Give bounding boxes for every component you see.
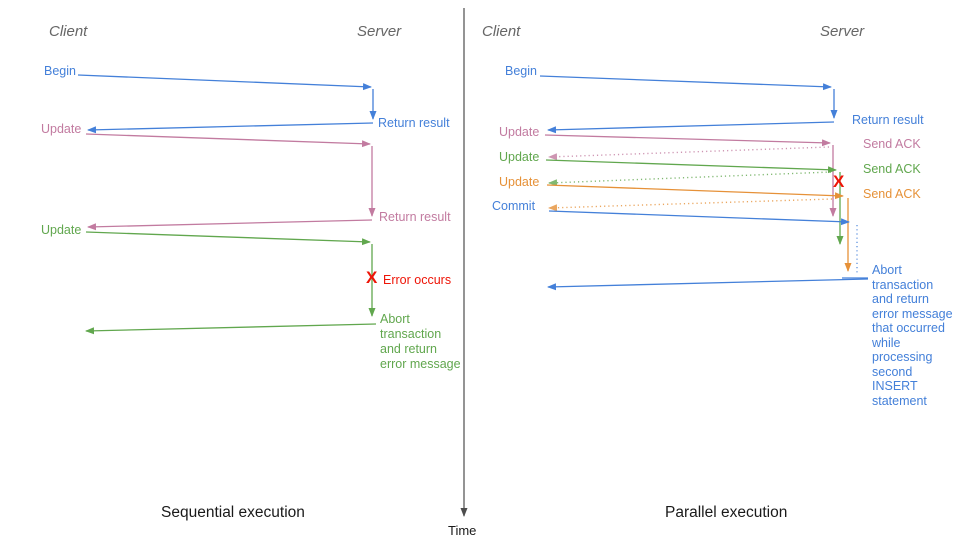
left-abort-return-arrow bbox=[85, 323, 377, 335]
right-abort-message-label: Abort transaction and return error messa… bbox=[872, 263, 953, 408]
left-error-occurs-label: Error occurs bbox=[383, 273, 452, 287]
right-begin-arrow bbox=[539, 75, 832, 91]
left-client-header: Client bbox=[49, 23, 88, 40]
right-update-2-arrow bbox=[545, 159, 837, 174]
right-abort-return-arrow bbox=[547, 278, 869, 291]
left-error-x-icon: X bbox=[366, 268, 378, 287]
right-panel-title: Parallel execution bbox=[665, 504, 788, 521]
left-return-result-1-arrow bbox=[87, 122, 374, 134]
right-commit-label: Commit bbox=[492, 199, 536, 213]
right-return-result-arrow bbox=[547, 121, 835, 134]
left-begin-label: Begin bbox=[44, 64, 76, 78]
right-send-ack-1-label: Send ACK bbox=[863, 137, 921, 151]
right-error-x-icon: X bbox=[833, 172, 845, 191]
left-update-1-label: Update bbox=[41, 122, 82, 136]
left-begin-arrow bbox=[77, 74, 372, 91]
time-axis-label: Time bbox=[448, 523, 477, 538]
right-send-ack-3-arrow bbox=[548, 198, 833, 212]
right-update-1-label: Update bbox=[499, 125, 540, 139]
right-update-1-arrow bbox=[544, 134, 831, 147]
left-return-result-2-label: Return result bbox=[379, 210, 451, 224]
left-return-result-2-arrow bbox=[87, 219, 373, 231]
right-server-header: Server bbox=[820, 23, 865, 40]
right-commit-arrow bbox=[548, 210, 850, 226]
right-begin-label: Begin bbox=[505, 64, 537, 78]
right-update-2-label: Update bbox=[499, 150, 540, 164]
left-update-2-arrow bbox=[85, 231, 371, 246]
right-update-3-arrow bbox=[546, 184, 844, 200]
right-client-header: Client bbox=[482, 23, 521, 40]
right-send-ack-3-label: Send ACK bbox=[863, 187, 921, 201]
right-send-ack-1-arrow bbox=[548, 146, 830, 161]
left-update-1-arrow bbox=[85, 133, 371, 148]
right-send-ack-2-label: Send ACK bbox=[863, 162, 921, 176]
left-server-header: Server bbox=[357, 23, 402, 40]
right-return-result-label: Return result bbox=[852, 113, 924, 127]
right-update-3-label: Update bbox=[499, 175, 540, 189]
left-return-result-1-label: Return result bbox=[378, 116, 450, 130]
left-update-2-label: Update bbox=[41, 223, 82, 237]
left-abort-message-label: Abort transaction and return error messa… bbox=[380, 312, 461, 371]
right-send-ack-2-arrow bbox=[548, 171, 832, 187]
left-panel-title: Sequential execution bbox=[161, 504, 305, 521]
